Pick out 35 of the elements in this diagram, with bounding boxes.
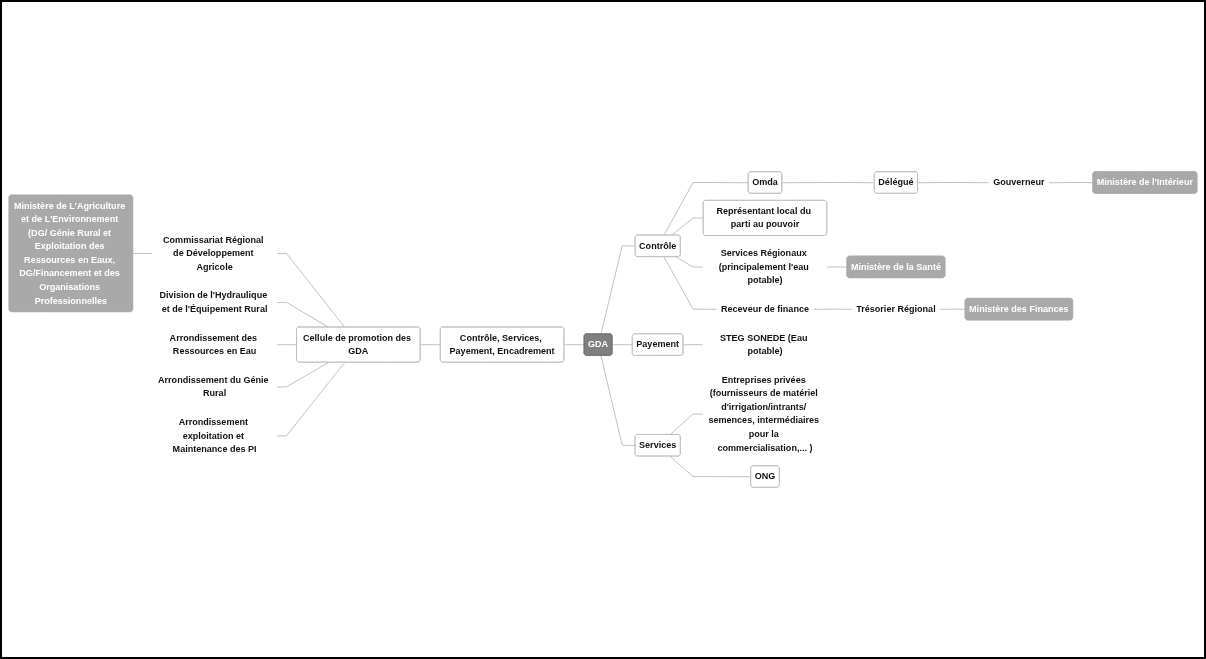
- connector: [612, 344, 633, 346]
- connector: [276, 253, 346, 328]
- node-text: Entreprises privées (fournisseurs de matériel d'irrigation/intrants/ semences, intermédiaires pour la commercialisation,... ): [708, 374, 820, 453]
- connector: [1048, 182, 1094, 184]
- node-text: Services Régionaux (principalement l'eau potable): [718, 248, 809, 286]
- node-text: Arrondissement du Génie Rural: [158, 374, 269, 399]
- node-text: Arrondissement exploitation et Maintenance des PI: [172, 416, 257, 455]
- connector: [663, 256, 718, 310]
- connector: [669, 413, 704, 435]
- node-text: Division de l'Hydraulique et de l'Équipement Rural: [159, 290, 268, 314]
- connector: [276, 362, 329, 388]
- node-text: Receveur de finance: [720, 303, 809, 314]
- connector: [826, 266, 848, 268]
- connector: [683, 344, 704, 346]
- node-text: Arrondissement des Ressources en Eau: [169, 332, 258, 357]
- connector: [563, 344, 585, 346]
- connector: [600, 245, 636, 335]
- connector: [420, 344, 441, 346]
- node-text: Trésorier Régional: [856, 303, 936, 314]
- connector: [663, 182, 749, 236]
- connector: [276, 362, 346, 437]
- connector: [671, 217, 704, 236]
- connector: [132, 253, 154, 254]
- node-text: Gouverneur: [993, 177, 1045, 188]
- connector: [600, 355, 636, 446]
- connector: [781, 182, 875, 184]
- connector: [812, 308, 853, 310]
- connector: [276, 302, 329, 328]
- node-text: Commissariat Régional de Développement Agricole: [163, 234, 264, 272]
- connector: [669, 456, 752, 478]
- connector: [276, 344, 298, 346]
- connector: [939, 308, 966, 310]
- connector: [917, 182, 990, 184]
- node-text: STEG SONEDE (Eau potable): [719, 332, 808, 357]
- connector: [675, 256, 704, 268]
